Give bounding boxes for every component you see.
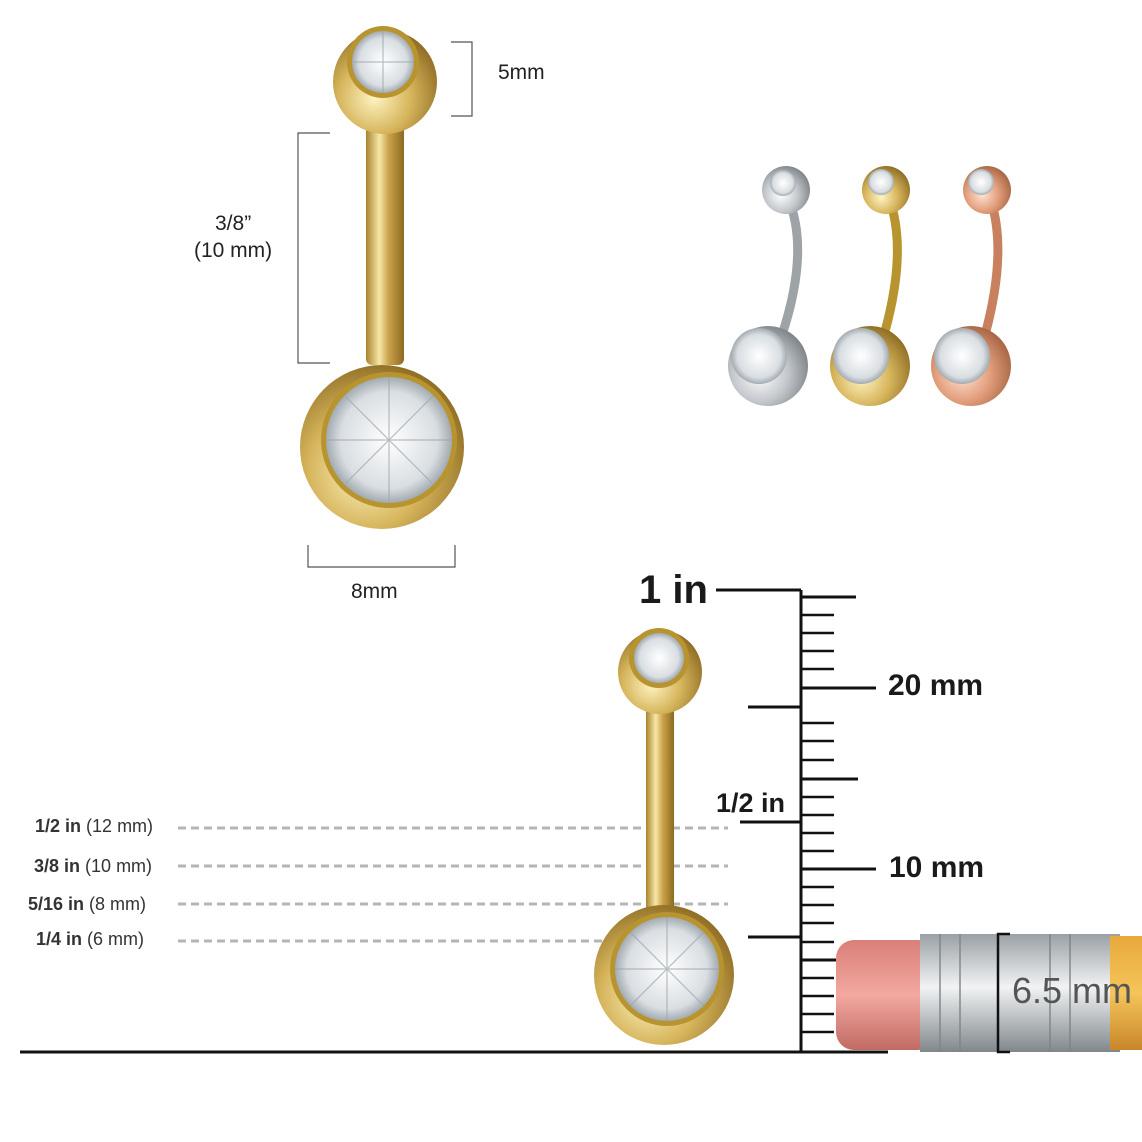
variant-silver <box>728 166 810 406</box>
length-bracket <box>297 132 330 364</box>
gauge-inch: 1/4 in <box>36 929 83 949</box>
gauge-lines <box>178 826 728 943</box>
pencil-eraser <box>836 940 936 1050</box>
width-bracket <box>307 545 456 568</box>
ruler-one-inch-label: 1 in <box>639 568 708 612</box>
ball-size-label: 5mm <box>498 61 545 84</box>
ruler-minor-ticks <box>801 613 834 1034</box>
gauge-mm: (8 mm) <box>89 894 147 914</box>
gauge-mm: (10 mm) <box>85 856 153 876</box>
pencil-eraser-reference <box>836 932 1142 1054</box>
ball-size-bracket <box>451 41 473 117</box>
variant-gold <box>830 166 910 406</box>
product-main-image <box>300 26 464 529</box>
pencil-bracket <box>996 932 1010 1054</box>
length-mm-label: (10 mm) <box>194 239 273 262</box>
pencil-body <box>1110 936 1142 1050</box>
ruler-10mm-label: 10 mm <box>889 851 985 884</box>
barbell-shaft <box>366 110 404 365</box>
gauge-row: 3/8 in (10 mm) <box>34 856 152 877</box>
pencil-diameter-label: 6.5 mm <box>1012 970 1133 1011</box>
variant-rose-gold <box>931 166 1011 406</box>
ruler <box>20 588 888 1054</box>
ruler-20mm-label: 20 mm <box>888 669 984 702</box>
gauge-inch: 3/8 in <box>34 856 81 876</box>
gauge-row: 1/2 in (12 mm) <box>35 816 153 837</box>
gauge-mm: (12 mm) <box>86 816 154 836</box>
product-scale-image <box>594 628 734 1045</box>
gauge-inch: 1/2 in <box>35 816 82 836</box>
gauge-row: 5/16 in (8 mm) <box>28 894 146 915</box>
ruler-half-inch-label: 1/2 in <box>716 788 786 818</box>
gauge-mm: (6 mm) <box>87 929 145 949</box>
dimension-brackets <box>297 41 473 568</box>
width-label: 8mm <box>351 580 398 603</box>
gauge-row: 1/4 in (6 mm) <box>36 929 144 950</box>
pencil-ferrule <box>920 934 1120 1052</box>
length-inch-label: 3/8” <box>215 212 252 235</box>
gauge-inch: 5/16 in <box>28 894 85 914</box>
